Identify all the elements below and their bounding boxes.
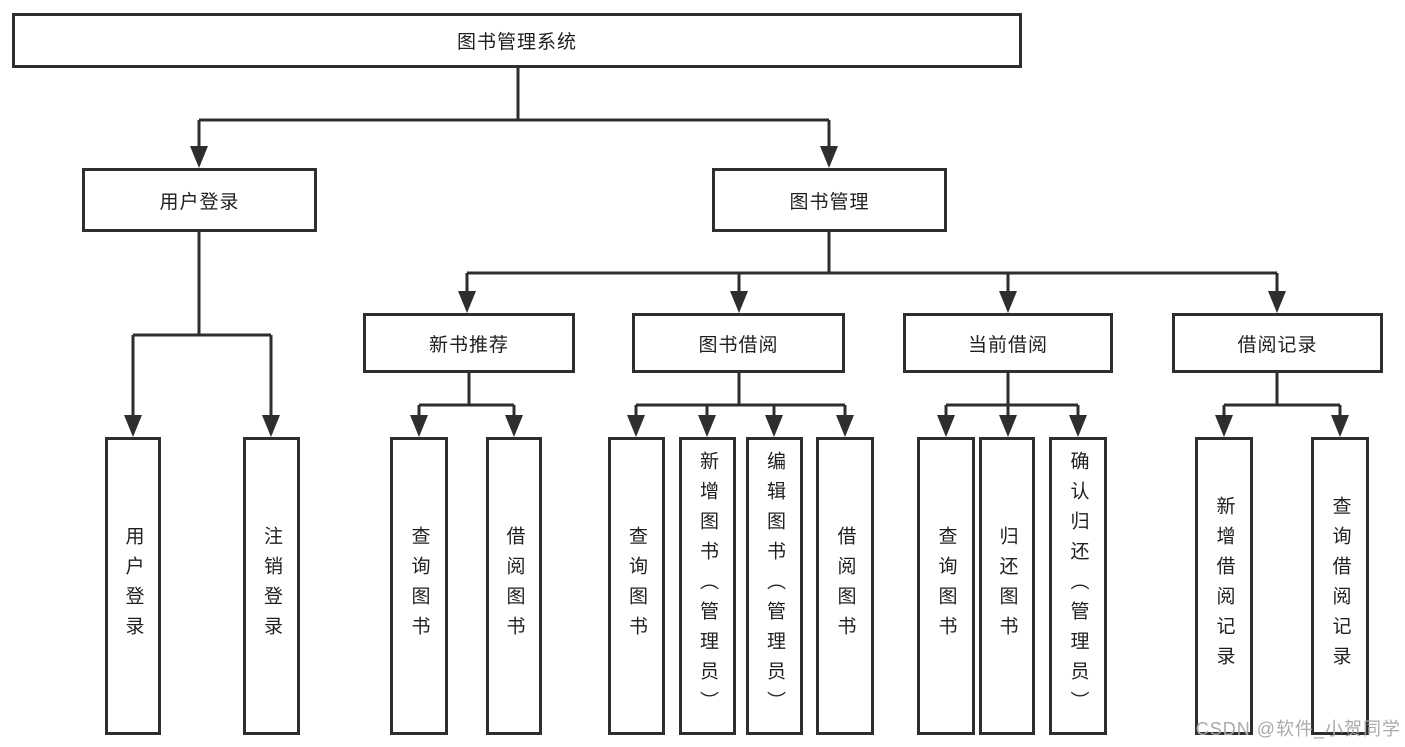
node-label: 图书管理 xyxy=(789,191,870,213)
node-label: 用户登录 xyxy=(122,526,144,646)
node-label: 用户登录 xyxy=(159,191,240,213)
leaf-current-confirm-return-admin: 确认归还（管理员） xyxy=(1049,437,1107,735)
leaf-newbook-borrow-book: 借阅图书 xyxy=(486,437,542,735)
leaf-borrow-borrow-book: 借阅图书 xyxy=(816,437,874,735)
node-label: 查询图书 xyxy=(626,526,647,646)
node-new-book-recommend: 新书推荐 xyxy=(363,313,575,373)
node-label: 新书推荐 xyxy=(428,334,509,356)
csdn-watermark: CSDN @软件_小贺同学 xyxy=(1195,719,1401,739)
node-label: 图书管理系统 xyxy=(456,32,577,53)
node-label: 查询借阅记录 xyxy=(1329,496,1351,676)
node-label: 查询图书 xyxy=(935,526,957,646)
leaf-borrow-query-book: 查询图书 xyxy=(608,437,665,735)
node-current-borrow: 当前借阅 xyxy=(903,313,1113,373)
node-label: 归还图书 xyxy=(996,526,1018,646)
leaf-records-query-record: 查询借阅记录 xyxy=(1311,437,1369,735)
node-label: 借阅图书 xyxy=(834,526,856,646)
node-label: 借阅图书 xyxy=(503,526,525,646)
node-label: 新增图书（管理员） xyxy=(697,451,718,721)
leaf-borrow-add-book-admin: 新增图书（管理员） xyxy=(679,437,736,735)
leaf-current-return-book: 归还图书 xyxy=(979,437,1035,735)
node-label: 编辑图书（管理员） xyxy=(764,451,785,721)
node-book-borrow: 图书借阅 xyxy=(632,313,845,373)
leaf-newbook-query-book: 查询图书 xyxy=(390,437,448,735)
leaf-borrow-edit-book-admin: 编辑图书（管理员） xyxy=(746,437,803,735)
node-label: 确认归还（管理员） xyxy=(1067,451,1089,721)
node-label: 查询图书 xyxy=(408,526,430,646)
node-label: 新增借阅记录 xyxy=(1213,496,1235,676)
node-label: 注销登录 xyxy=(261,526,282,646)
node-book-management: 图书管理 xyxy=(712,168,947,232)
leaf-current-query-book: 查询图书 xyxy=(917,437,975,735)
leaf-user-login: 用户登录 xyxy=(105,437,161,735)
leaf-logout: 注销登录 xyxy=(243,437,300,735)
node-library-management-system: 图书管理系统 xyxy=(12,13,1022,68)
node-label: 借阅记录 xyxy=(1237,334,1318,356)
node-user-login: 用户登录 xyxy=(82,168,317,232)
leaf-records-add-record: 新增借阅记录 xyxy=(1195,437,1253,735)
node-label: 图书借阅 xyxy=(698,334,779,356)
node-label: 当前借阅 xyxy=(967,334,1048,356)
node-borrow-records: 借阅记录 xyxy=(1172,313,1383,373)
